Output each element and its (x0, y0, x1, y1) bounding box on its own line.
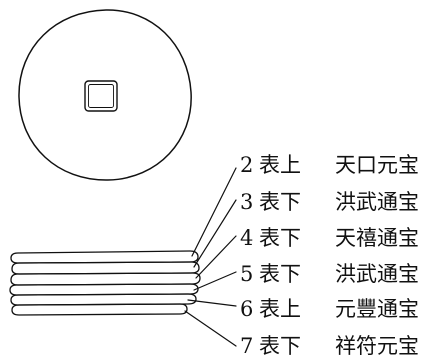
coin-name: 天禧通宝 (335, 226, 419, 250)
leader-line-5 (193, 271, 237, 291)
layer-number: 6 (240, 297, 254, 321)
layer-number: 4 (240, 226, 254, 250)
layer-number: 5 (240, 262, 254, 286)
layer-number: 7 (240, 334, 254, 358)
coin-name: 天口元宝 (335, 153, 419, 177)
leader-line-2 (191, 167, 237, 257)
coin-name: 洪武通宝 (335, 262, 419, 286)
leader-line-6 (187, 299, 237, 307)
layer-position: 表上 (259, 153, 301, 177)
leader-line-4 (195, 235, 237, 279)
stacked-coin-5 (10, 293, 197, 306)
layer-position: 表下 (259, 262, 301, 286)
stacked-coin-6 (11, 303, 188, 316)
leader-line-3 (193, 199, 237, 268)
layer-number: 2 (240, 153, 254, 177)
stacked-coin-4 (9, 283, 199, 296)
leader-line-7 (184, 310, 237, 347)
layer-number: 3 (240, 190, 254, 214)
coin-name: 元豐通宝 (335, 297, 419, 321)
stacked-coin-3 (10, 272, 201, 286)
layer-position: 表下 (259, 190, 301, 214)
coin-square-hole-inner (88, 84, 114, 108)
coin-stack (9, 250, 201, 316)
coin-outline (18, 9, 192, 181)
layer-position: 表上 (259, 297, 301, 321)
layer-position: 表下 (259, 226, 301, 250)
layer-position: 表下 (259, 334, 301, 358)
stacked-coin-1 (10, 250, 199, 264)
coin-name: 祥符元宝 (335, 334, 419, 358)
stacked-coin-2 (11, 261, 200, 275)
leader-lines (184, 167, 237, 347)
coin-square-hole (84, 80, 118, 112)
coin-name: 洪武通宝 (335, 190, 419, 214)
